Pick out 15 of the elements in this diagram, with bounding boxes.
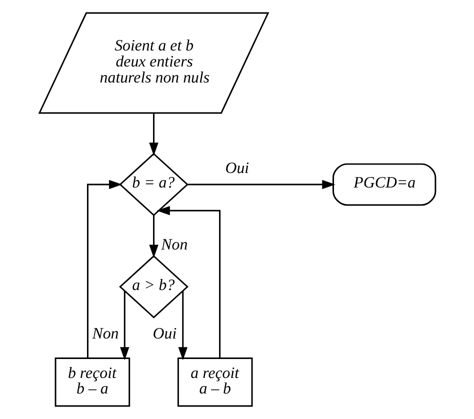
edge-label: Non [92,325,118,342]
edge-label: Oui [224,160,249,177]
arrow [148,215,158,258]
arrow [148,113,158,156]
node-box: a reçoit a – b [176,358,252,407]
node-box: b reçoit b – a [54,358,130,407]
node-diamond: a > b? [118,255,188,318]
arrow [86,180,122,358]
node-box: PGCD=a [332,163,436,206]
arrow [156,206,220,358]
edge-label: Oui [152,325,176,342]
arrow [178,290,188,360]
arrow [187,180,335,190]
arrow [120,290,129,360]
edge-label: Non [160,236,188,254]
